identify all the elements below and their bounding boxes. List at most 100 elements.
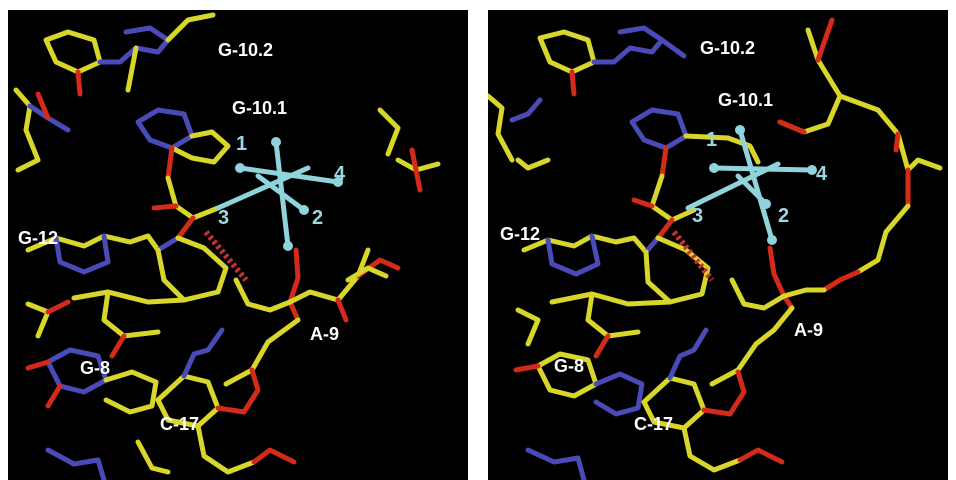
g12-n <box>643 235 661 255</box>
label-g12: G-12 <box>18 228 58 248</box>
g10-2-ring-n <box>97 25 171 65</box>
c17-phos <box>251 447 297 465</box>
a9-o-chain <box>767 245 795 311</box>
sugar-chain-b <box>585 291 641 339</box>
hydrogen-bond <box>203 230 249 282</box>
sugar-chain-b <box>101 289 161 339</box>
g8-o2 <box>45 383 63 409</box>
phosphate-o1 <box>175 215 196 241</box>
sugar-chain-a <box>71 289 187 305</box>
g12-ring <box>521 233 649 255</box>
g10-2-sugar <box>165 12 216 43</box>
label-site-4: 4 <box>816 163 828 185</box>
stereo-view-left: G-10.2 G-10.1 G-12 A-9 G-8 C-17 1 2 3 4 <box>8 10 468 480</box>
g12-ring-n <box>53 233 111 275</box>
label-site-2: 2 <box>312 207 323 229</box>
right-arc-1 <box>837 93 911 173</box>
right-frag-3 <box>345 265 389 283</box>
sugar-chain-a <box>549 291 673 307</box>
left-phos <box>25 301 51 339</box>
bottom-frag <box>45 447 107 480</box>
metal-atoms <box>709 125 817 245</box>
left-frag-1 <box>488 93 515 163</box>
right-frag-o2 <box>409 147 419 173</box>
label-c17: C-17 <box>634 414 673 434</box>
left-frag-1n <box>509 97 543 123</box>
right-arc-3 <box>855 203 911 275</box>
g10-1-ring <box>135 107 195 151</box>
g12-ring-n <box>545 233 601 277</box>
phosphate-o1 <box>655 217 675 241</box>
c17-sugar <box>195 423 257 475</box>
metal-coordination <box>215 139 341 249</box>
top-sugar <box>777 27 843 135</box>
label-site-1: 1 <box>706 129 717 151</box>
a9-phos <box>729 277 787 311</box>
hydrogen-bond <box>671 230 715 282</box>
g10-2-o <box>75 69 83 97</box>
label-site-4: 4 <box>334 163 346 185</box>
phosphate-o2 <box>631 197 655 209</box>
sugar-o1 <box>109 333 127 359</box>
label-g10-1: G-10.1 <box>718 90 773 110</box>
label-g10-2: G-10.2 <box>700 38 755 58</box>
left-phos <box>515 307 541 347</box>
backbone-3 <box>649 173 697 223</box>
g8-o <box>513 363 541 373</box>
a9-o2 <box>335 297 349 323</box>
right-frag-o <box>413 167 423 193</box>
g10-1-ring <box>629 107 689 151</box>
label-site-3: 3 <box>692 205 703 227</box>
stereo-view-right: G-10.2 G-10.1 G-12 A-9 G-8 C-17 1 2 3 4 <box>488 10 948 480</box>
left-frag-1 <box>13 87 41 173</box>
bottom-frag <box>525 447 587 480</box>
label-g10-1: G-10.1 <box>232 98 287 118</box>
g8-ring2 <box>103 369 159 415</box>
metal-atoms <box>235 137 343 251</box>
g8-ring2 <box>593 371 645 417</box>
phosphate-o2 <box>151 203 179 211</box>
bottom-frag2 <box>135 439 171 475</box>
label-site-3: 3 <box>218 207 229 229</box>
left-phos-o <box>45 299 71 315</box>
label-a9: A-9 <box>310 324 339 344</box>
c17-o <box>215 367 261 415</box>
g10-1-o <box>659 145 669 179</box>
label-site-1: 1 <box>236 133 247 155</box>
g10-1-ring2 <box>169 129 231 165</box>
left-frag-2 <box>515 157 551 171</box>
a9-phos <box>233 277 293 313</box>
backbone-3 <box>165 175 221 221</box>
g10-2-ring <box>537 29 597 75</box>
sugar-o1 <box>593 333 611 359</box>
g10-2-n <box>659 37 687 59</box>
g10-2-link <box>125 45 139 93</box>
right-frag-1 <box>377 107 401 157</box>
label-g8: G-8 <box>80 358 110 378</box>
top-o1 <box>815 17 835 63</box>
label-a9: A-9 <box>794 320 823 340</box>
right-arc-o3 <box>821 269 861 293</box>
right-arc-2 <box>905 157 943 173</box>
central-sugar <box>643 235 711 305</box>
a9-chain <box>781 287 827 299</box>
central-sugar <box>155 235 229 303</box>
g10-1-o <box>165 145 175 181</box>
g10-2-ring-n <box>591 25 665 65</box>
label-site-2: 2 <box>778 205 789 227</box>
g10-1-ring2 <box>683 133 761 165</box>
molecule-left: G-10.2 G-10.1 G-12 A-9 G-8 C-17 1 2 3 4 <box>13 12 441 480</box>
c17-o <box>701 369 747 417</box>
c17-n <box>181 327 225 379</box>
right-arc-o <box>893 131 901 153</box>
g10-2-ring <box>43 29 103 75</box>
label-c17: C-17 <box>160 414 199 434</box>
label-g12: G-12 <box>500 224 540 244</box>
c17-sugar <box>681 425 743 473</box>
g8-o <box>25 359 51 371</box>
top-o2 <box>777 119 807 135</box>
molecule-right: G-10.2 G-10.1 G-12 A-9 G-8 C-17 1 2 3 4 <box>488 17 943 480</box>
label-g8: G-8 <box>554 356 584 376</box>
label-g10-2: G-10.2 <box>218 40 273 60</box>
g12-n <box>155 235 181 253</box>
